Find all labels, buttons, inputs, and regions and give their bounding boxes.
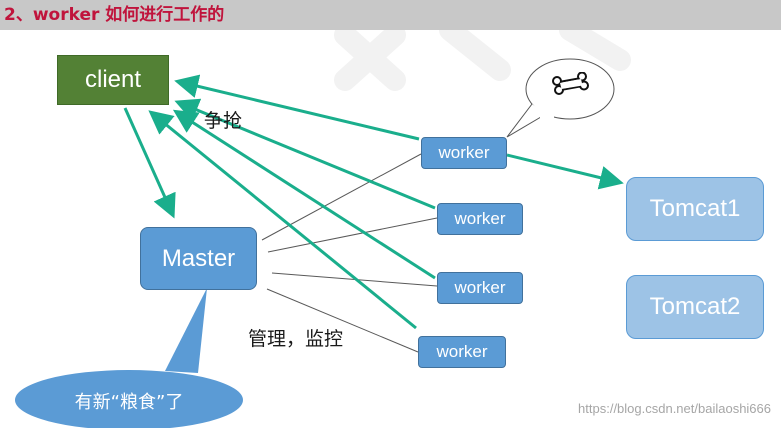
grain-callout-text: 有新“粮食”了	[74, 392, 184, 413]
arrow-worker2-to-client	[174, 98, 436, 210]
manage-label: 管理，监控	[248, 328, 344, 350]
manage-line-worker1	[261, 153, 422, 241]
bone-icon	[552, 72, 589, 95]
arrow-worker4-to-client	[148, 110, 417, 330]
worker-node-1: worker	[421, 137, 507, 169]
arrow-worker1-to-tomcat1	[506, 153, 624, 190]
arrow-worker3-to-client	[172, 109, 436, 280]
arrow-client-to-master	[123, 107, 176, 219]
section-heading: 2、worker 如何进行工作的	[0, 0, 781, 30]
compete-label: 争抢	[204, 110, 243, 132]
background-watermark	[334, 30, 631, 91]
diagram-canvas: client Master worker worker worker worke…	[0, 30, 781, 428]
thought-bubble-tail	[506, 103, 547, 138]
callout-tail	[165, 288, 207, 373]
master-node: Master	[140, 227, 257, 290]
manage-line-worker2	[267, 217, 438, 253]
watermark-url: https://blog.csdn.net/bailaoshi666	[578, 401, 771, 416]
bubble-tail-mask	[540, 108, 554, 120]
arrow-worker1-to-client	[174, 74, 420, 141]
callout-ellipse	[15, 370, 243, 428]
diagram-connectors	[15, 30, 631, 428]
tomcat1-node: Tomcat1	[626, 177, 764, 241]
worker-node-2: worker	[437, 203, 523, 235]
manage-line-worker4	[266, 288, 419, 353]
worker-node-4: worker	[418, 336, 506, 368]
tomcat2-node: Tomcat2	[626, 275, 764, 339]
client-node: client	[57, 55, 169, 105]
worker-node-3: worker	[437, 272, 523, 304]
